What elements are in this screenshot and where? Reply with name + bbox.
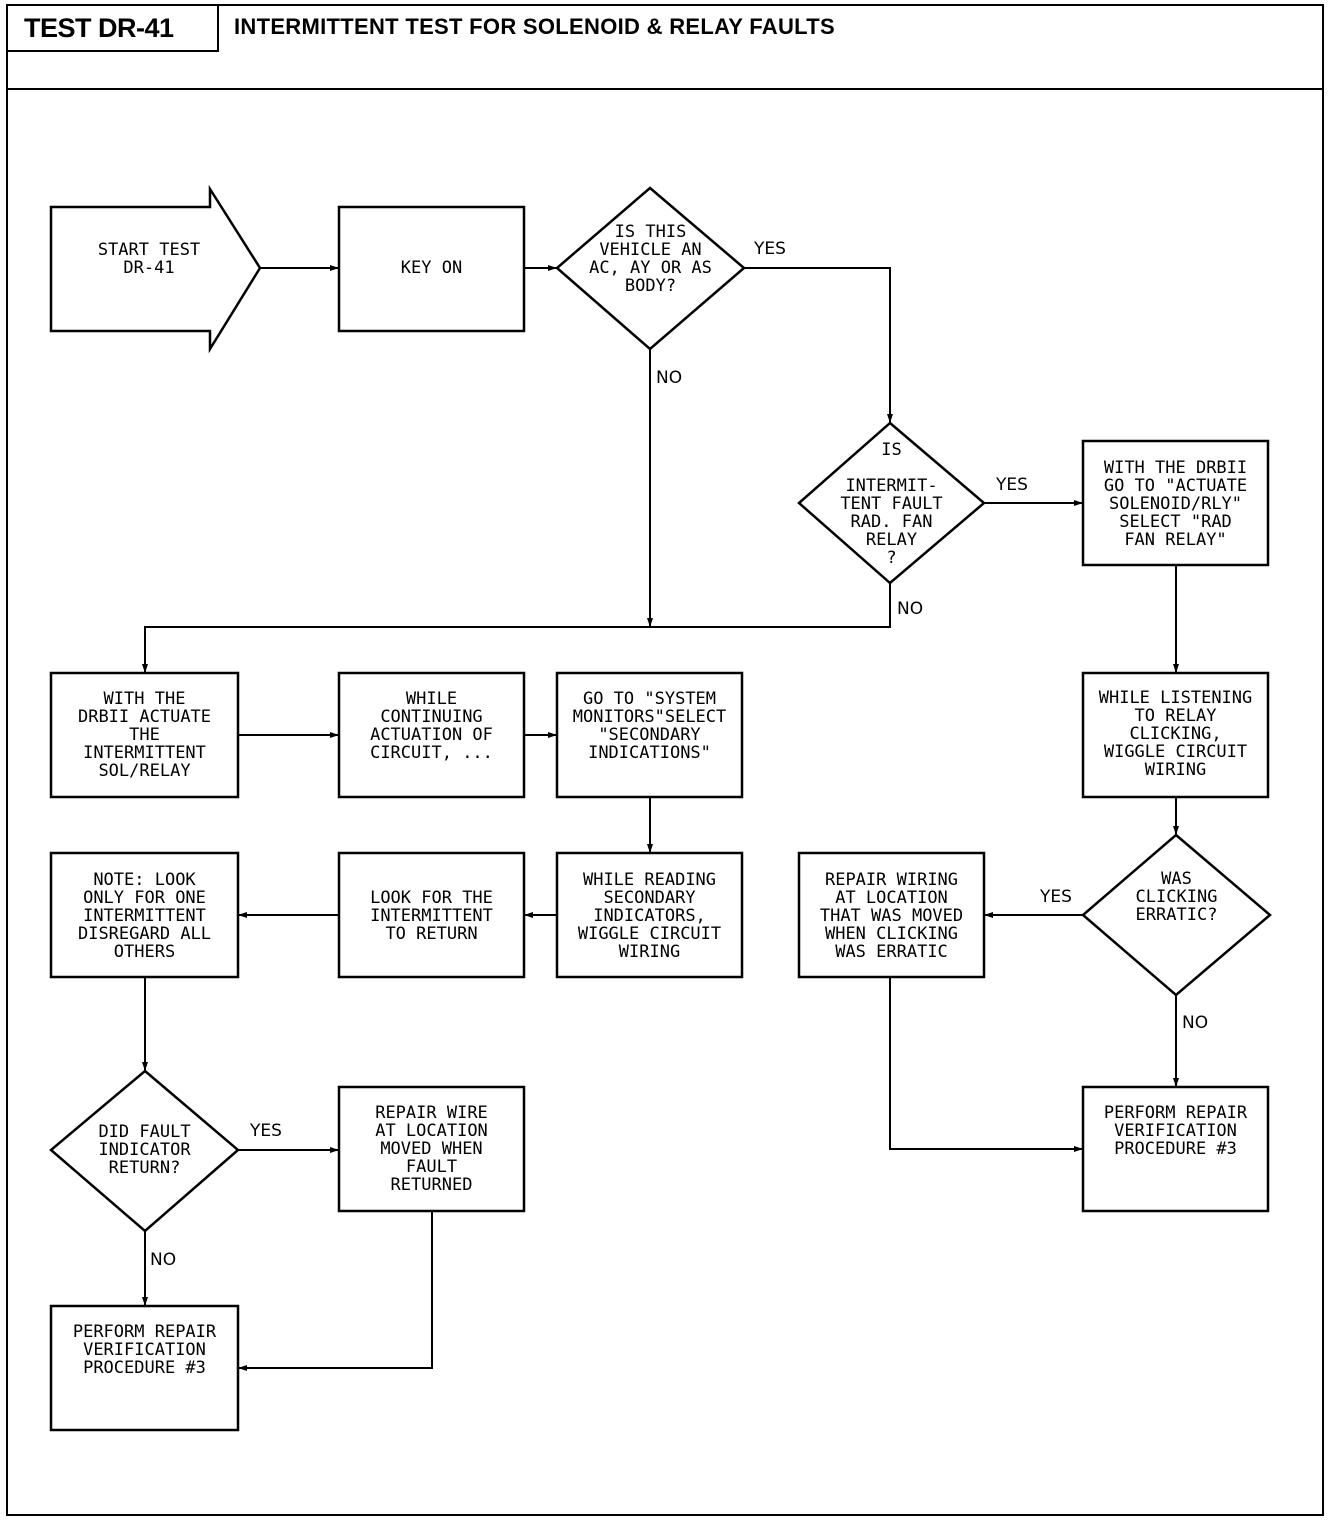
fault-question-label: DID FAULT INDICATOR RETURN? [98,1122,191,1178]
verify-right-label: PERFORM REPAIR VERIFICATION PROCEDURE #3 [1103,1103,1248,1159]
body-question-label: IS THIS VEHICLE AN AC, AY OR AS BODY? [589,222,712,296]
edge-label-clicking-no: NO [1182,1013,1209,1033]
reading-wiggle-label: WHILE READING SECONDARY INDICATORS, WIGG… [577,870,722,962]
listen-wiggle-label: WHILE LISTENING TO RELAY CLICKING, WIGGL… [1098,688,1253,780]
edge-label-body-no: NO [656,368,683,388]
rad-fan-question-label: IS INTERMIT- TENT FAULT RAD. FAN RELAY ? [840,440,943,568]
look-return-label: LOOK FOR THE INTERMITTENT TO RETURN [370,888,493,944]
edge-label-clicking-yes: YES [1040,887,1072,907]
page-frame [6,4,1324,1516]
key-on-label: KEY ON [400,258,463,278]
edge-label-body-yes: YES [754,239,786,259]
verify-left-label: PERFORM REPAIR VERIFICATION PROCEDURE #3 [72,1322,217,1378]
continue-actuation-label: WHILE CONTINUING ACTUATION OF CIRCUIT, .… [370,689,493,763]
repair-wire-fault-label: REPAIR WIRE AT LOCATION MOVED WHEN FAULT… [375,1103,488,1195]
edge-rad-no [142,583,891,673]
test-id: TEST DR-41 [6,4,219,52]
edge-label-fault-no: NO [150,1250,177,1270]
actuate-rad-fan-label: WITH THE DRBII GO TO "ACTUATE SOLENOID/R… [1103,458,1248,550]
page-title: INTERMITTENT TEST FOR SOLENOID & RELAY F… [234,14,836,39]
repair-wiring-clicking-label: REPAIR WIRING AT LOCATION THAT WAS MOVED… [819,870,964,962]
edge-label-rad-yes: YES [996,475,1028,495]
system-monitors-label: GO TO "SYSTEM MONITORS"SELECT "SECONDARY… [572,689,727,763]
start-shape [49,184,262,354]
actuate-intermittent-label: WITH THE DRBII ACTUATE THE INTERMITTENT … [77,689,212,781]
header-separator [6,88,1324,90]
start-label: START TEST DR-41 [97,240,201,278]
edge-label-fault-yes: YES [250,1121,282,1141]
edge-repair-verify-left [238,1211,433,1371]
clicking-question-label: WAS CLICKING ERRATIC? [1135,869,1218,925]
edge-repair-verify-right [889,977,1083,1152]
edge-label-rad-no: NO [897,599,924,619]
note-one-label: NOTE: LOOK ONLY FOR ONE INTERMITTENT DIS… [77,870,212,962]
edge-body-yes [744,267,893,423]
